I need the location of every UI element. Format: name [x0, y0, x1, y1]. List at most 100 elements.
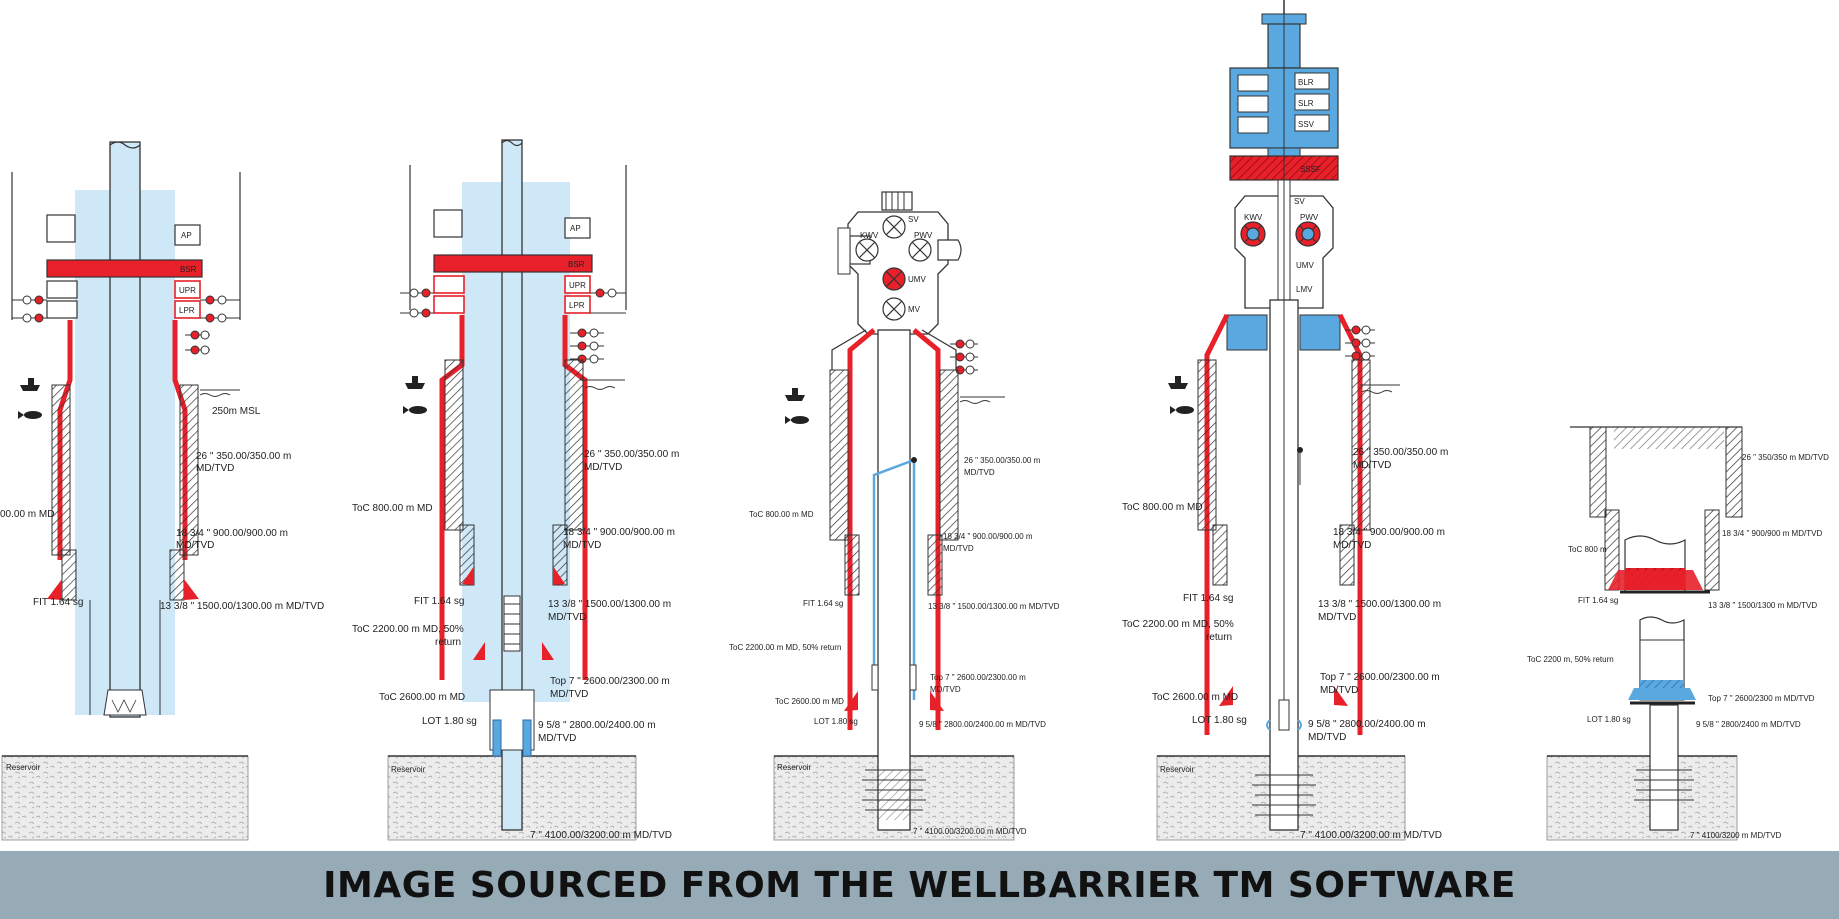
fit-label: FIT 1.64 sg: [1183, 593, 1233, 604]
valve-label-bsr: BSR: [568, 260, 585, 269]
reservoir-label: Reservoir: [6, 763, 41, 772]
fish-icon: [1176, 406, 1194, 414]
casing-13-label: 13 3/8 " 1500.00/1300.00 m: [1318, 599, 1441, 610]
casing-26-label: 26 " 350/350 m MD/TVD: [1742, 453, 1829, 462]
top-7-label: Top 7 " 2600.00/2300.00 m: [1320, 672, 1440, 683]
panel-1-drilling-bop: AP BSR UPR LPR: [0, 141, 324, 841]
valve-icon: [1345, 325, 1375, 361]
casing-26-md: MD/TVD: [584, 462, 622, 473]
source-caption-bar: IMAGE SOURCED FROM THE WELLBARRIER TM SO…: [0, 851, 1839, 919]
toc-2200-label: ToC 2200.00 m MD, 50%: [1122, 619, 1234, 630]
valve-label-sv: SV: [1294, 197, 1305, 206]
boat-icon: [405, 376, 425, 389]
reservoir-zone: [1, 755, 249, 841]
top-7-md: MD/TVD: [930, 685, 961, 694]
wave-icon: [199, 393, 231, 397]
toc-2600-label: ToC 2600.00 m MD: [379, 692, 465, 703]
reservoir-label: Reservoir: [391, 765, 426, 774]
panel-5-abandoned-well: 26 " 350/350 m MD/TVD 18 3/4 " 900/900 m…: [1527, 426, 1829, 841]
casing-7-label: 7 " 4100/3200 m MD/TVD: [1690, 831, 1782, 840]
casing-18-label: 18 3/4 " 900.00/900.00 m: [176, 528, 288, 539]
fit-label: FIT 1.64 sg: [33, 597, 83, 608]
boat-icon: [20, 378, 40, 391]
casing-18-label: 18 3/4 " 900.00/900.00 m: [563, 527, 675, 538]
casing-18-label: 18 3/4 " 900.00/900.00 m: [1333, 527, 1445, 538]
toc-2600-label: ToC 2600.00 m MD: [775, 697, 844, 706]
casing-13-label: 13 3/8 " 1500/1300 m MD/TVD: [1708, 601, 1817, 610]
casing-18-label: 18 3/4 " 900/900 m MD/TVD: [1722, 529, 1822, 538]
valve-label-ssv: SSV: [1298, 120, 1315, 129]
bsr-barrier: [46, 259, 203, 278]
well-barrier-diagrams: AP BSR UPR LPR: [0, 0, 1829, 841]
toc-800-label: ToC 800.00 m MD: [749, 510, 814, 519]
boat-icon: [1168, 376, 1188, 389]
casing-18-md: MD/TVD: [176, 540, 214, 551]
casing-13-label: 13 3/8 " 1500.00/1300.00 m: [548, 599, 671, 610]
valve-label-sv: SV: [908, 215, 919, 224]
casing-26-label: 26 " 350.00/350.00 m: [196, 451, 291, 462]
valve-label-sssf: SSSF: [1300, 165, 1321, 174]
casing-9-label: 9 5/8 " 2800.00/2400.00 m: [538, 720, 656, 731]
valve-label-mv: MV: [908, 305, 921, 314]
toc-2200-label: ToC 2200 m, 50% return: [1527, 655, 1614, 664]
casing-18-md: MD/TVD: [563, 540, 601, 551]
casing-18-label: 18 3/4 " 900.00/900.00 m: [943, 532, 1033, 541]
casing-7-label: 7 " 4100.00/3200.00 m MD/TVD: [913, 827, 1027, 836]
drill-pipe: [501, 139, 523, 831]
casing-9-label: 9 5/8 " 2800.00/2400.00 m MD/TVD: [919, 720, 1046, 729]
valve-label-lpr: LPR: [179, 306, 195, 315]
casing-9-label: 9 5/8 " 2800.00/2400.00 m: [1308, 719, 1426, 730]
panel-4-wireline-intervention: BLR SLR SSV SSSF SV KWV PWV UMV LMV: [1122, 0, 1448, 841]
reservoir-label: Reservoir: [777, 763, 812, 772]
casing-13-label: 13 3/8 " 1500.00/1300.00 m MD/TVD: [928, 602, 1060, 611]
panel-2-drilling-liner: AP BSR UPR LPR: [352, 139, 679, 841]
valve-label-upr: UPR: [179, 286, 196, 295]
casing-26-label: 26 " 350.00/350.00 m: [964, 456, 1041, 465]
fit-label: FIT 1.64 sg: [414, 596, 464, 607]
valve-label-lpr: LPR: [569, 301, 585, 310]
boat-icon: [785, 388, 805, 401]
casing-7-label: 7 " 4100.00/3200.00 m MD/TVD: [530, 830, 672, 841]
lot-label: LOT 1.80 sg: [814, 717, 858, 726]
toc-800-label: ToC 800 m: [1568, 545, 1607, 554]
reservoir-label: Reservoir: [1160, 765, 1195, 774]
toc-2200-return: return: [435, 637, 461, 648]
top-7-label: Top 7 " 2600.00/2300.00 m: [930, 673, 1026, 682]
wave-icon: [959, 400, 991, 404]
fish-icon: [24, 411, 42, 419]
production-tubing: [877, 329, 911, 831]
lot-label: LOT 1.80 sg: [1192, 715, 1247, 726]
toc-2200-label: ToC 2200.00 m MD, 50% return: [729, 643, 842, 652]
top-7-md: MD/TVD: [550, 689, 588, 700]
valve-label-slr: SLR: [1298, 99, 1314, 108]
fish-icon: [791, 416, 809, 424]
valve-label-pwv: PWV: [914, 231, 933, 240]
casing-26-md: MD/TVD: [1353, 460, 1391, 471]
casing-13-md: MD/TVD: [1318, 612, 1356, 623]
valve-icon: [950, 339, 978, 375]
casing-9-md: MD/TVD: [538, 733, 576, 744]
wave-icon: [584, 386, 616, 390]
casing-7-label: 7 " 4100.00/3200.00 m MD/TVD: [1300, 830, 1442, 841]
toc-800-label: ToC 800.00 m MD: [1122, 502, 1203, 513]
bsr-barrier: [433, 254, 593, 273]
drill-pipe: [109, 141, 141, 718]
casing-26-label: 26 " 350.00/350.00 m: [1353, 447, 1448, 458]
source-caption: IMAGE SOURCED FROM THE WELLBARRIER TM SO…: [323, 864, 1516, 906]
valve-label-upr: UPR: [569, 281, 586, 290]
valve-label-kwv: KWV: [860, 231, 879, 240]
top-7-label: Top 7 " 2600.00/2300.00 m: [550, 676, 670, 687]
valve-label-umv: UMV: [1296, 261, 1314, 270]
fit-label: FIT 1.64 sg: [1578, 596, 1618, 605]
top-7-label: Top 7 " 2600/2300 m MD/TVD: [1708, 694, 1815, 703]
valve-label-pwv: PWV: [1300, 213, 1319, 222]
msl-label: 250m MSL: [212, 406, 261, 417]
toc-2600-label: ToC 2600.00 m MD: [1152, 692, 1238, 703]
casing-26-label: 26 " 350.00/350.00 m: [584, 449, 679, 460]
lot-label: LOT 1.80 sg: [1587, 715, 1631, 724]
casing-13-md: MD/TVD: [548, 612, 586, 623]
valve-icon: [12, 295, 240, 355]
casing-9-label: 9 5/8 " 2800/2400 m MD/TVD: [1696, 720, 1801, 729]
valve-label-blr: BLR: [1298, 78, 1314, 87]
valve-label-ap: AP: [570, 224, 581, 233]
